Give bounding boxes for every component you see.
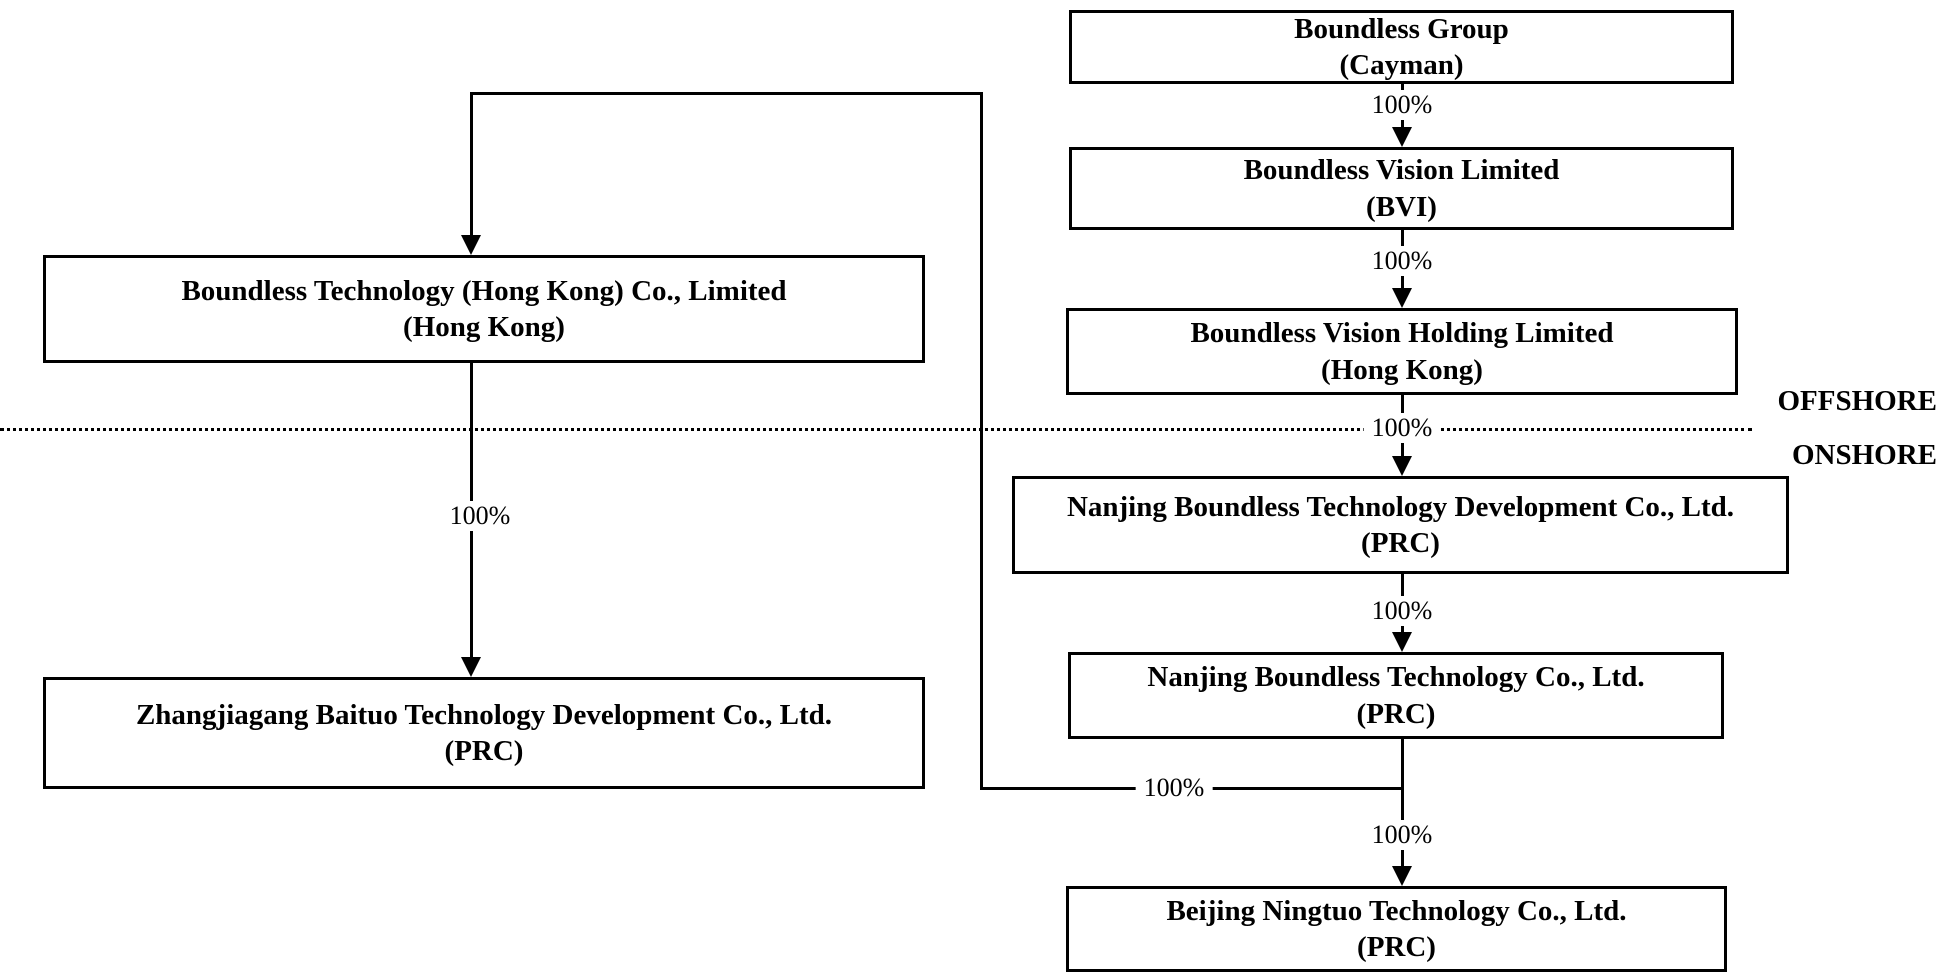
node-jurisdiction: (BVI) (1366, 190, 1437, 223)
node-boundless-vision-holding: Boundless Vision Holding Limited (Hong K… (1066, 308, 1738, 395)
arrow-down-icon (461, 657, 481, 677)
node-jurisdiction: (Hong Kong) (1321, 353, 1483, 386)
ownership-label: 100% (1363, 820, 1441, 850)
node-jurisdiction: (PRC) (1357, 931, 1436, 963)
node-boundless-vision: Boundless Vision Limited (BVI) (1069, 147, 1734, 230)
node-jurisdiction: (Hong Kong) (403, 311, 565, 343)
node-name: Boundless Vision Holding Limited (1190, 317, 1614, 350)
node-name: Nanjing Boundless Technology Co., Ltd. (1147, 661, 1645, 694)
offshore-onshore-divider (0, 428, 1752, 431)
node-beijing-ningtuo: Beijing Ningtuo Technology Co., Ltd. (PR… (1066, 886, 1727, 972)
arrow-down-icon (1392, 127, 1412, 147)
ownership-label: 100% (1363, 413, 1441, 443)
ownership-label: 100% (1363, 246, 1441, 276)
node-zhangjiagang-baituo: Zhangjiagang Baituo Technology Developme… (43, 677, 925, 789)
node-name: Nanjing Boundless Technology Development… (1066, 490, 1735, 523)
connector-line (470, 92, 983, 95)
arrow-down-icon (1392, 456, 1412, 476)
arrow-down-icon (1392, 632, 1412, 652)
node-nanjing-boundless-development: Nanjing Boundless Technology Development… (1012, 476, 1789, 574)
arrow-down-icon (461, 235, 481, 255)
node-boundless-group: Boundless Group (Cayman) (1069, 10, 1734, 84)
offshore-label: OFFSHORE (1777, 385, 1937, 417)
connector-line (1401, 739, 1404, 869)
node-name: Zhangjiagang Baituo Technology Developme… (135, 698, 833, 731)
connector-line (980, 92, 983, 789)
node-nanjing-boundless-technology: Nanjing Boundless Technology Co., Ltd. (… (1068, 652, 1724, 739)
onshore-label: ONSHORE (1791, 439, 1937, 471)
node-name: Boundless Vision Limited (1243, 154, 1560, 187)
connector-line (470, 92, 473, 237)
ownership-label: 100% (1363, 90, 1441, 120)
node-jurisdiction: (PRC) (444, 735, 524, 767)
arrow-down-icon (1392, 866, 1412, 886)
node-name: Boundless Technology (Hong Kong) Co., Li… (181, 274, 787, 307)
node-jurisdiction: (Cayman) (1339, 49, 1464, 81)
ownership-label: 100% (1363, 596, 1441, 626)
ownership-label: 100% (441, 501, 519, 531)
ownership-label: 100% (1135, 773, 1213, 803)
node-jurisdiction: (PRC) (1361, 527, 1440, 559)
node-name: Beijing Ningtuo Technology Co., Ltd. (1166, 894, 1627, 927)
node-name: Boundless Group (1294, 12, 1509, 45)
node-jurisdiction: (PRC) (1356, 697, 1436, 730)
arrow-down-icon (1392, 288, 1412, 308)
node-boundless-technology-hk: Boundless Technology (Hong Kong) Co., Li… (43, 255, 925, 363)
